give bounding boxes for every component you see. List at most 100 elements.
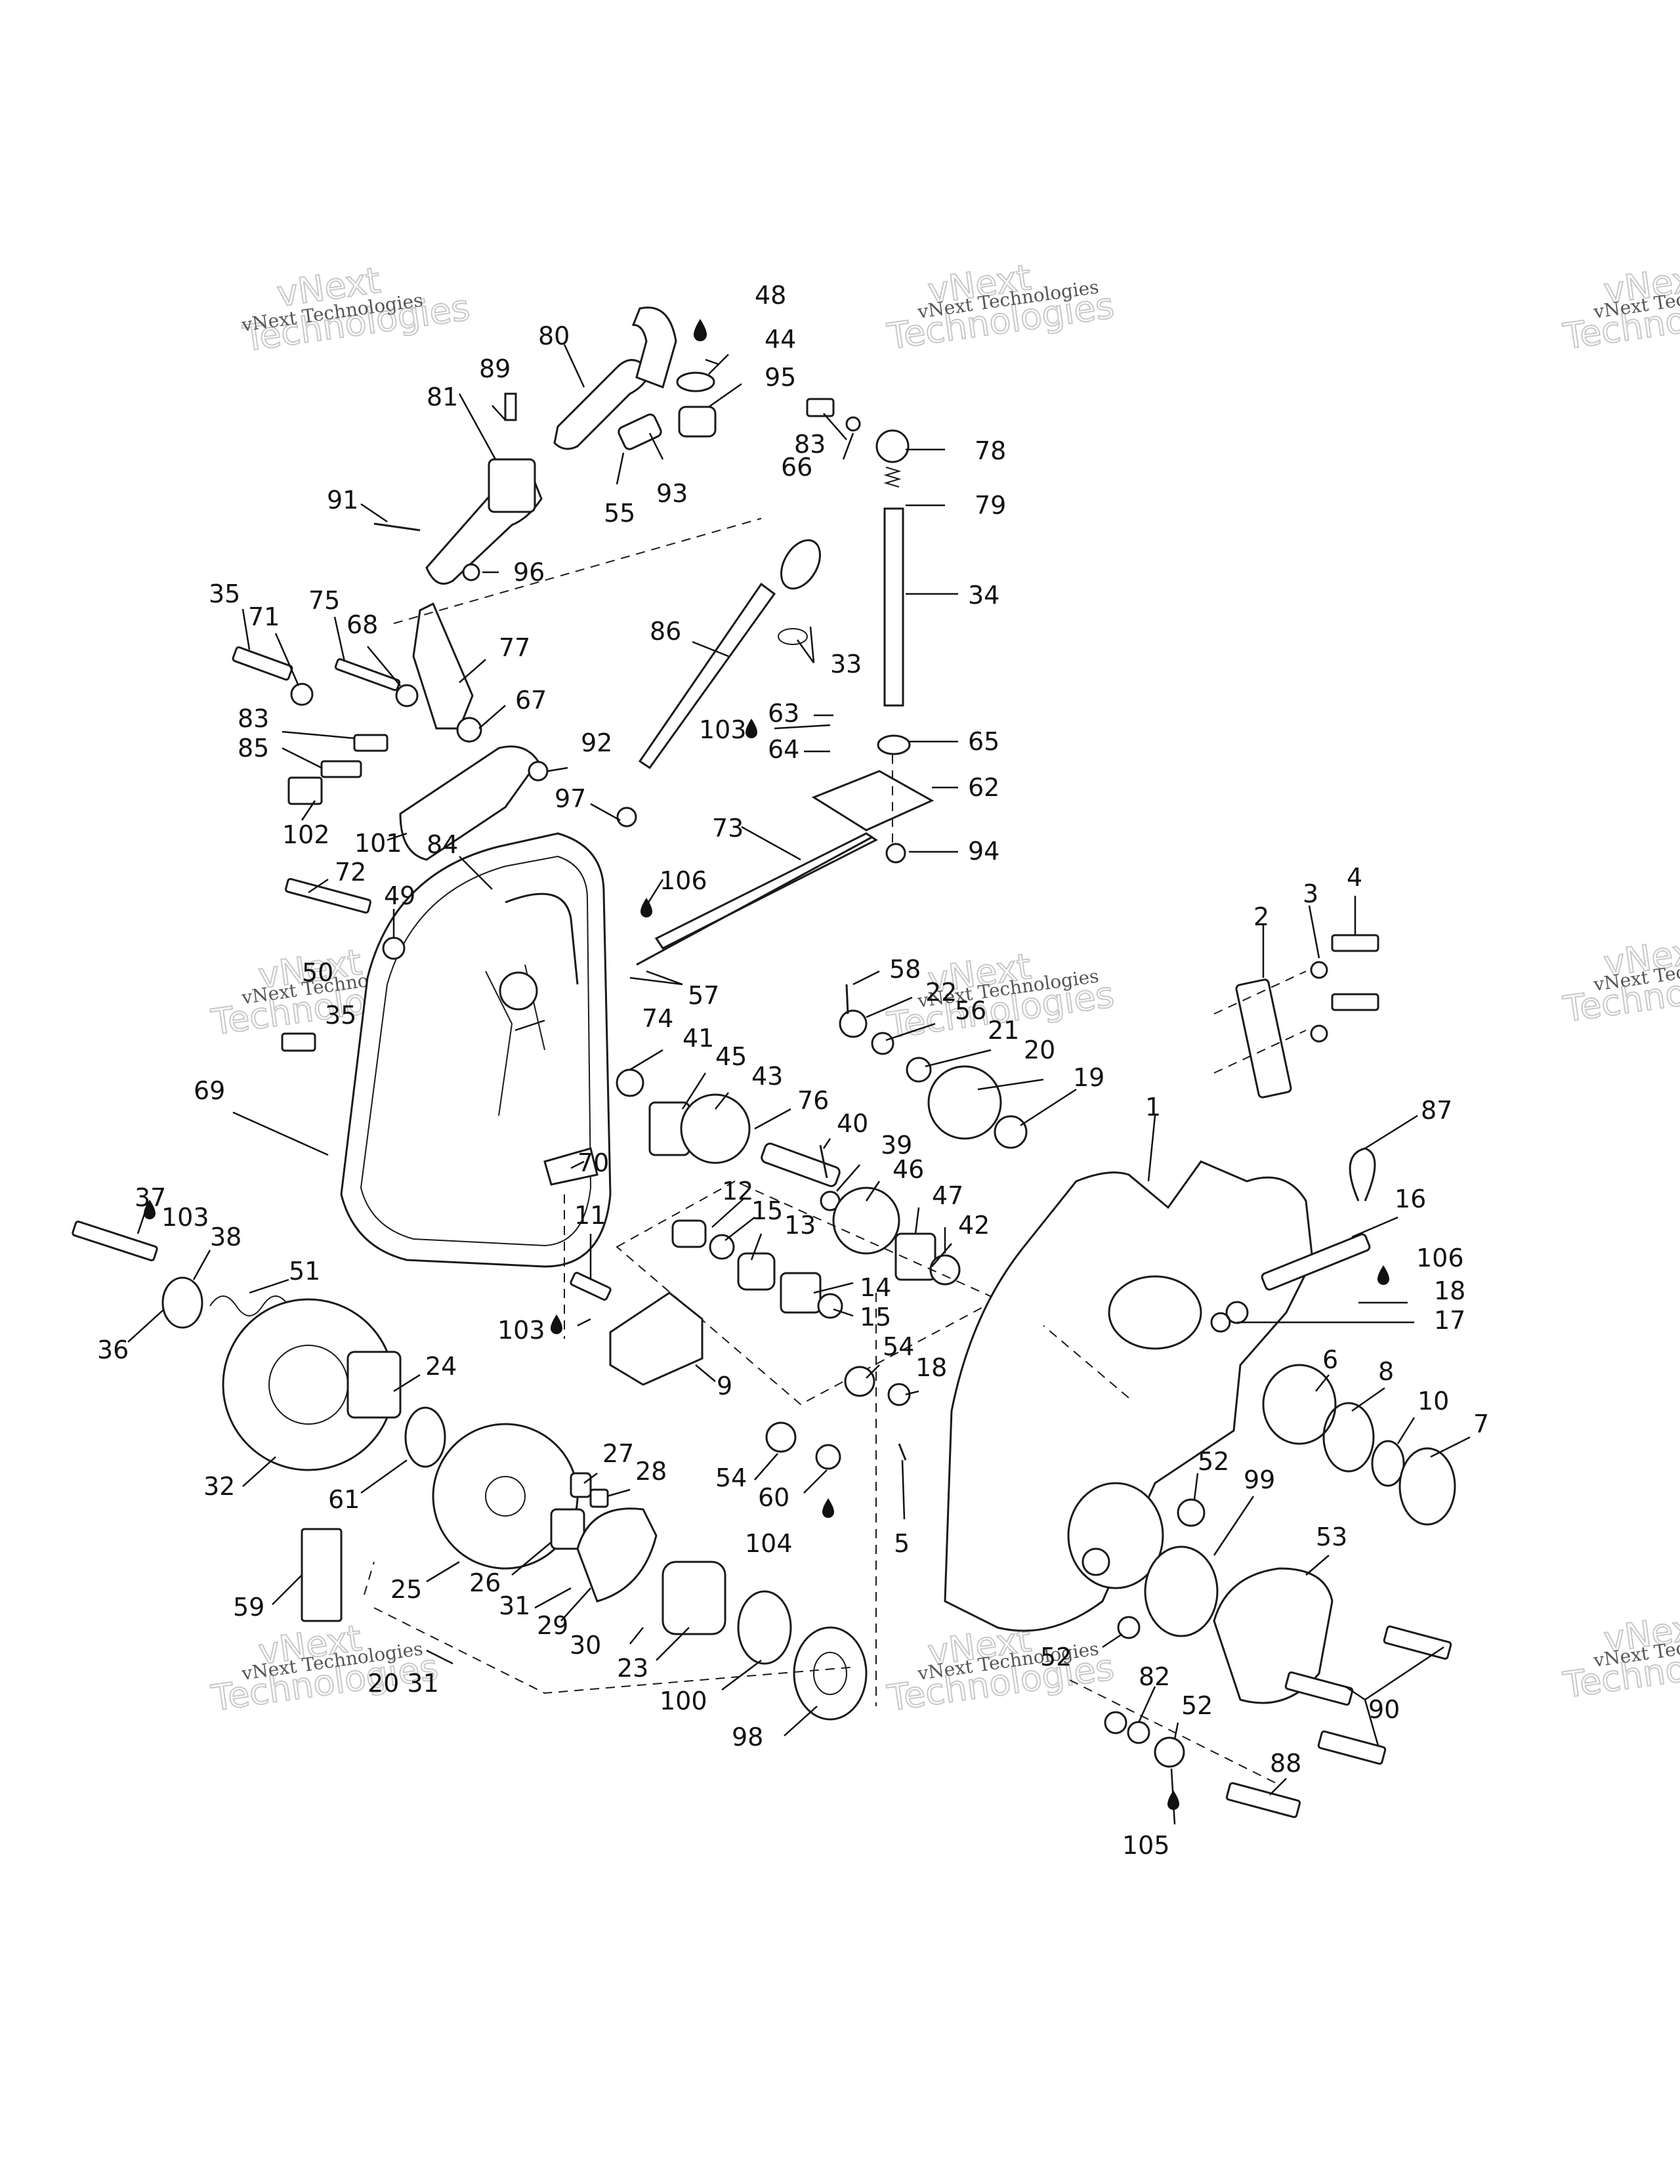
oring-17	[1210, 1312, 1231, 1333]
callout: 94	[968, 837, 999, 866]
callout: 60	[758, 1483, 789, 1512]
callout: 35	[325, 1001, 356, 1030]
washer-66	[845, 416, 861, 432]
callout: 63	[768, 699, 799, 728]
bearing-98	[793, 1626, 868, 1721]
callout: 39	[881, 1131, 912, 1160]
callout: 49	[384, 881, 415, 910]
callout: 87	[1421, 1096, 1452, 1125]
sprocket-43	[680, 1093, 751, 1164]
plug-10	[1371, 1440, 1405, 1487]
drop-icon	[1167, 1790, 1179, 1810]
bolt-88	[1225, 1782, 1301, 1818]
cup-38	[161, 1276, 203, 1329]
callout: 67	[515, 686, 547, 715]
callout: 93	[656, 479, 688, 508]
gear-20	[927, 1065, 1002, 1140]
bolt-11	[570, 1272, 612, 1301]
handle-80	[553, 359, 651, 450]
callout: 70	[578, 1148, 609, 1177]
shims-59	[301, 1528, 343, 1622]
callout: 42	[958, 1211, 990, 1240]
bolt-90c	[1317, 1730, 1387, 1765]
callout: 13	[784, 1211, 816, 1240]
callout: 55	[604, 499, 635, 528]
callout: 78	[975, 436, 1006, 465]
bolt-72	[285, 877, 371, 914]
watermark: Technologies vNext vNext Technologies	[208, 1617, 441, 1720]
callout: 47	[932, 1181, 963, 1210]
axis-line	[1043, 1325, 1129, 1398]
drop-icon	[694, 319, 707, 341]
callout: 80	[538, 322, 570, 350]
callout: 89	[479, 354, 511, 383]
washer-61	[404, 1406, 446, 1468]
washer-18	[887, 1383, 911, 1406]
bolt-37	[72, 1220, 158, 1262]
bracket-line	[364, 1561, 857, 1694]
callout: 99	[1244, 1465, 1275, 1494]
housing-1	[944, 1160, 1314, 1632]
callout: 83	[238, 704, 269, 733]
switch-93	[618, 413, 662, 450]
part-28	[589, 1488, 609, 1508]
callout: 31	[499, 1591, 530, 1620]
callout: 75	[308, 586, 340, 615]
pin-91	[373, 522, 421, 532]
callout: 3	[1303, 879, 1318, 908]
watermark: Technologies vNext vNext Technologies	[1560, 929, 1680, 1031]
callout: 64	[768, 735, 799, 764]
bracket-9	[609, 1292, 704, 1386]
callout: 106	[1416, 1244, 1464, 1272]
callout: 101	[354, 829, 402, 858]
callout: 61	[328, 1485, 360, 1514]
bracket-62	[811, 770, 934, 831]
bolt-35b	[281, 1032, 316, 1052]
washer-65	[877, 734, 911, 755]
assembly-outline	[616, 1180, 999, 1406]
callout: 68	[346, 610, 378, 639]
ring-15	[709, 1234, 735, 1260]
callout: 90	[1368, 1695, 1400, 1724]
watermark: Technologies vNext vNext Technologies	[1560, 1605, 1680, 1707]
callout: 104	[745, 1529, 793, 1558]
callout: 66	[781, 453, 812, 482]
washer-41	[616, 1068, 644, 1097]
callout: 21	[988, 1016, 1019, 1045]
callout: 9	[717, 1372, 732, 1400]
washer-82a	[1104, 1711, 1127, 1734]
shaft-86	[638, 582, 776, 770]
shaft-57	[636, 835, 873, 966]
callout: 59	[233, 1593, 264, 1622]
drop-icon	[1377, 1265, 1389, 1285]
bolt-90a	[1383, 1625, 1452, 1660]
circlip-8	[1322, 1402, 1375, 1473]
link-73	[654, 832, 878, 950]
washer-19	[994, 1115, 1028, 1149]
knob-86	[780, 539, 821, 590]
callout: 14	[860, 1273, 891, 1302]
callout: 20 31	[368, 1669, 439, 1698]
bolt-102	[287, 776, 323, 805]
callout: 10	[1418, 1387, 1449, 1416]
callout: 84	[427, 830, 458, 859]
callout: 57	[688, 981, 719, 1010]
callout: 74	[642, 1004, 673, 1033]
block-2	[1235, 978, 1292, 1099]
circlip-100	[737, 1590, 792, 1665]
callout: 36	[97, 1335, 129, 1364]
watermark: Technologies vNext vNext Technologies	[1560, 256, 1680, 358]
lubricant-marks	[144, 719, 1389, 1810]
callout: 103	[497, 1316, 545, 1345]
callout: 19	[1073, 1063, 1104, 1092]
drop-icon	[822, 1498, 834, 1518]
callout: 43	[751, 1062, 783, 1091]
callout: 26	[469, 1568, 501, 1597]
rod-end-78	[875, 429, 910, 463]
sprocket-25-hub	[485, 1476, 526, 1517]
bolt-head-52	[1082, 1547, 1110, 1576]
callout: 48	[755, 281, 786, 310]
callout: 77	[499, 633, 530, 662]
callout: 2	[1253, 902, 1269, 931]
